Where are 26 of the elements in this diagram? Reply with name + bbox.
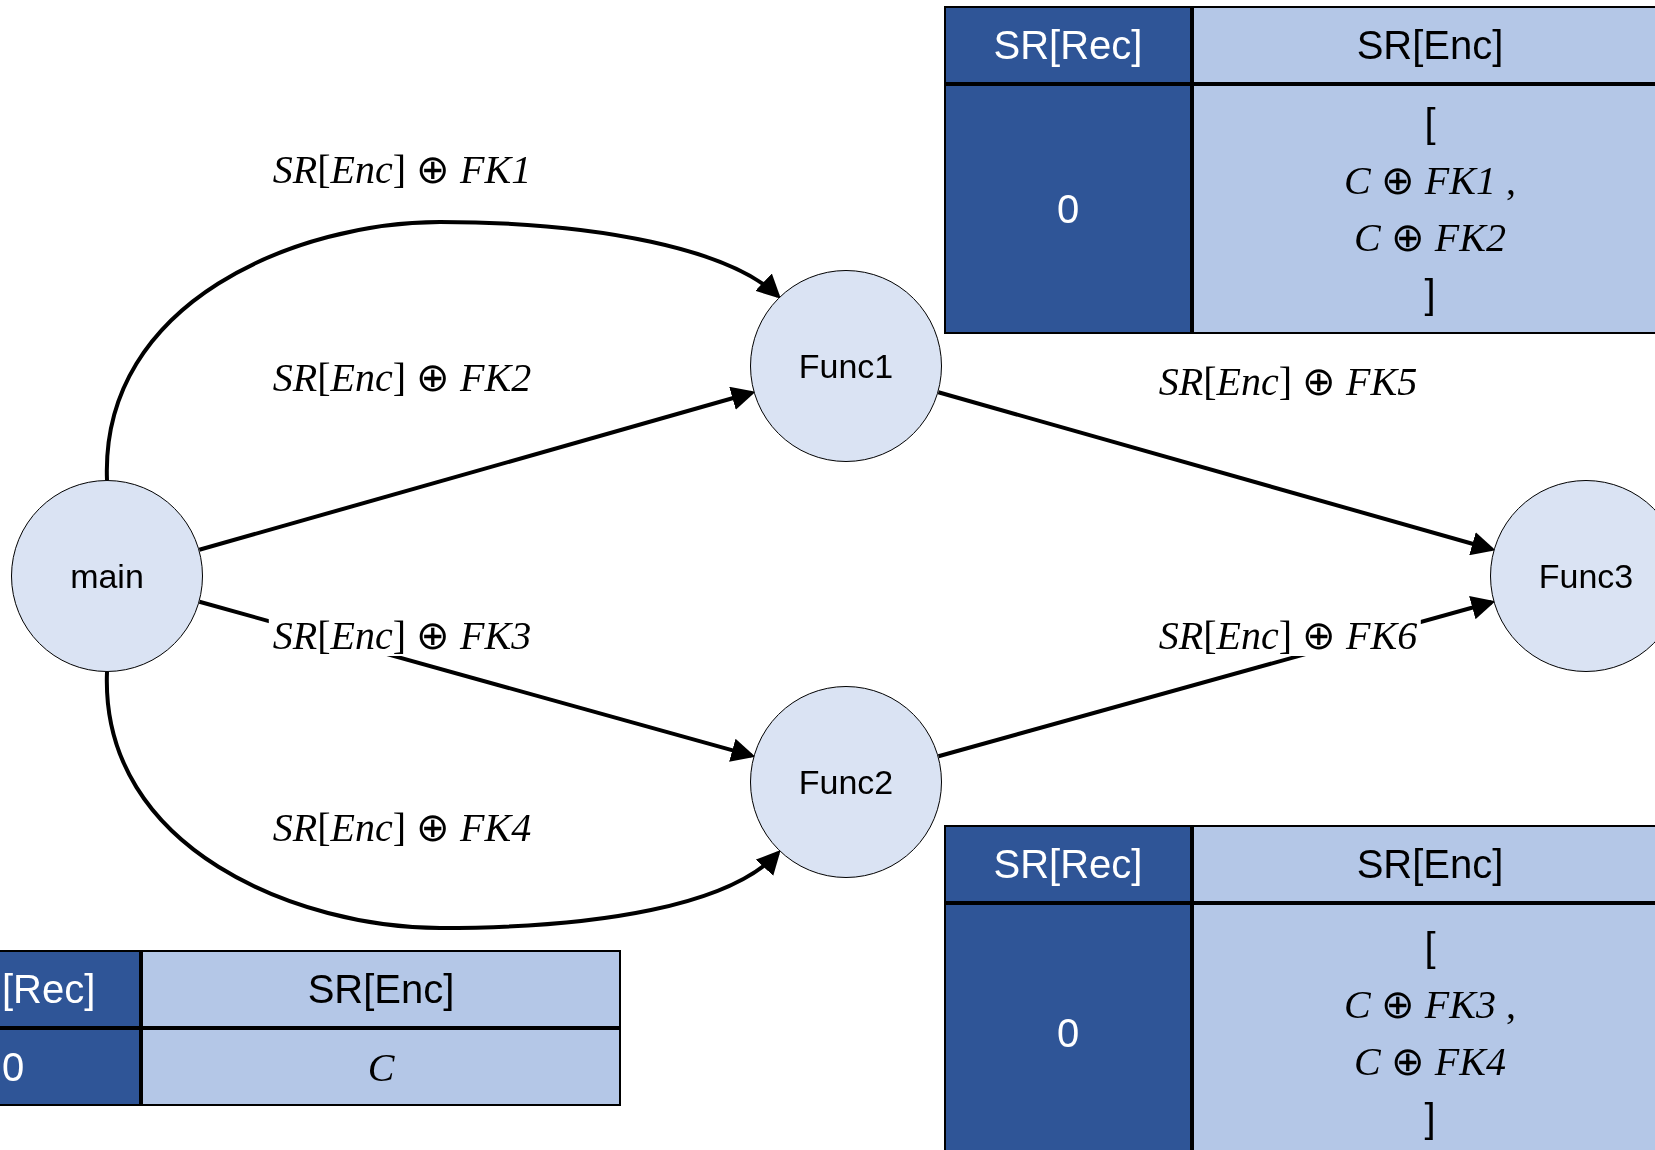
node-label: Func2	[798, 761, 894, 803]
cell-text: [	[1424, 926, 1436, 969]
arrow	[937, 390, 1496, 556]
cell-text: 0	[1056, 1011, 1080, 1055]
cell-text: [Rec]	[2, 967, 96, 1011]
cell-text: 0	[2, 1045, 25, 1089]
arrow	[105, 220, 782, 481]
cell-text: SR[Rec]	[993, 842, 1143, 886]
node-label: main	[70, 555, 144, 597]
cell-text: [	[1424, 102, 1436, 145]
arrow	[105, 671, 781, 930]
cell-text: ]	[1424, 1097, 1436, 1140]
cell-text: 0	[1056, 187, 1080, 231]
arrow	[198, 386, 756, 552]
cell-text: C ⊕ FK4	[1354, 1040, 1506, 1083]
cell-text: ]	[1424, 273, 1436, 316]
cell-text: SR[Enc]	[307, 967, 455, 1011]
cell-text: SR[Rec]	[993, 23, 1143, 67]
cell-text: SR[Enc]	[1356, 842, 1504, 886]
cell-text: C ⊕ FK2	[1354, 216, 1506, 259]
cell-text: C	[367, 1045, 395, 1089]
cell-text: C ⊕ FK3 ,	[1344, 983, 1516, 1026]
cell-text: C ⊕ FK1 ,	[1344, 159, 1516, 202]
cell-text: SR[Enc]	[1356, 23, 1504, 67]
node-label: Func1	[798, 345, 894, 387]
node-label: Func3	[1538, 555, 1634, 597]
